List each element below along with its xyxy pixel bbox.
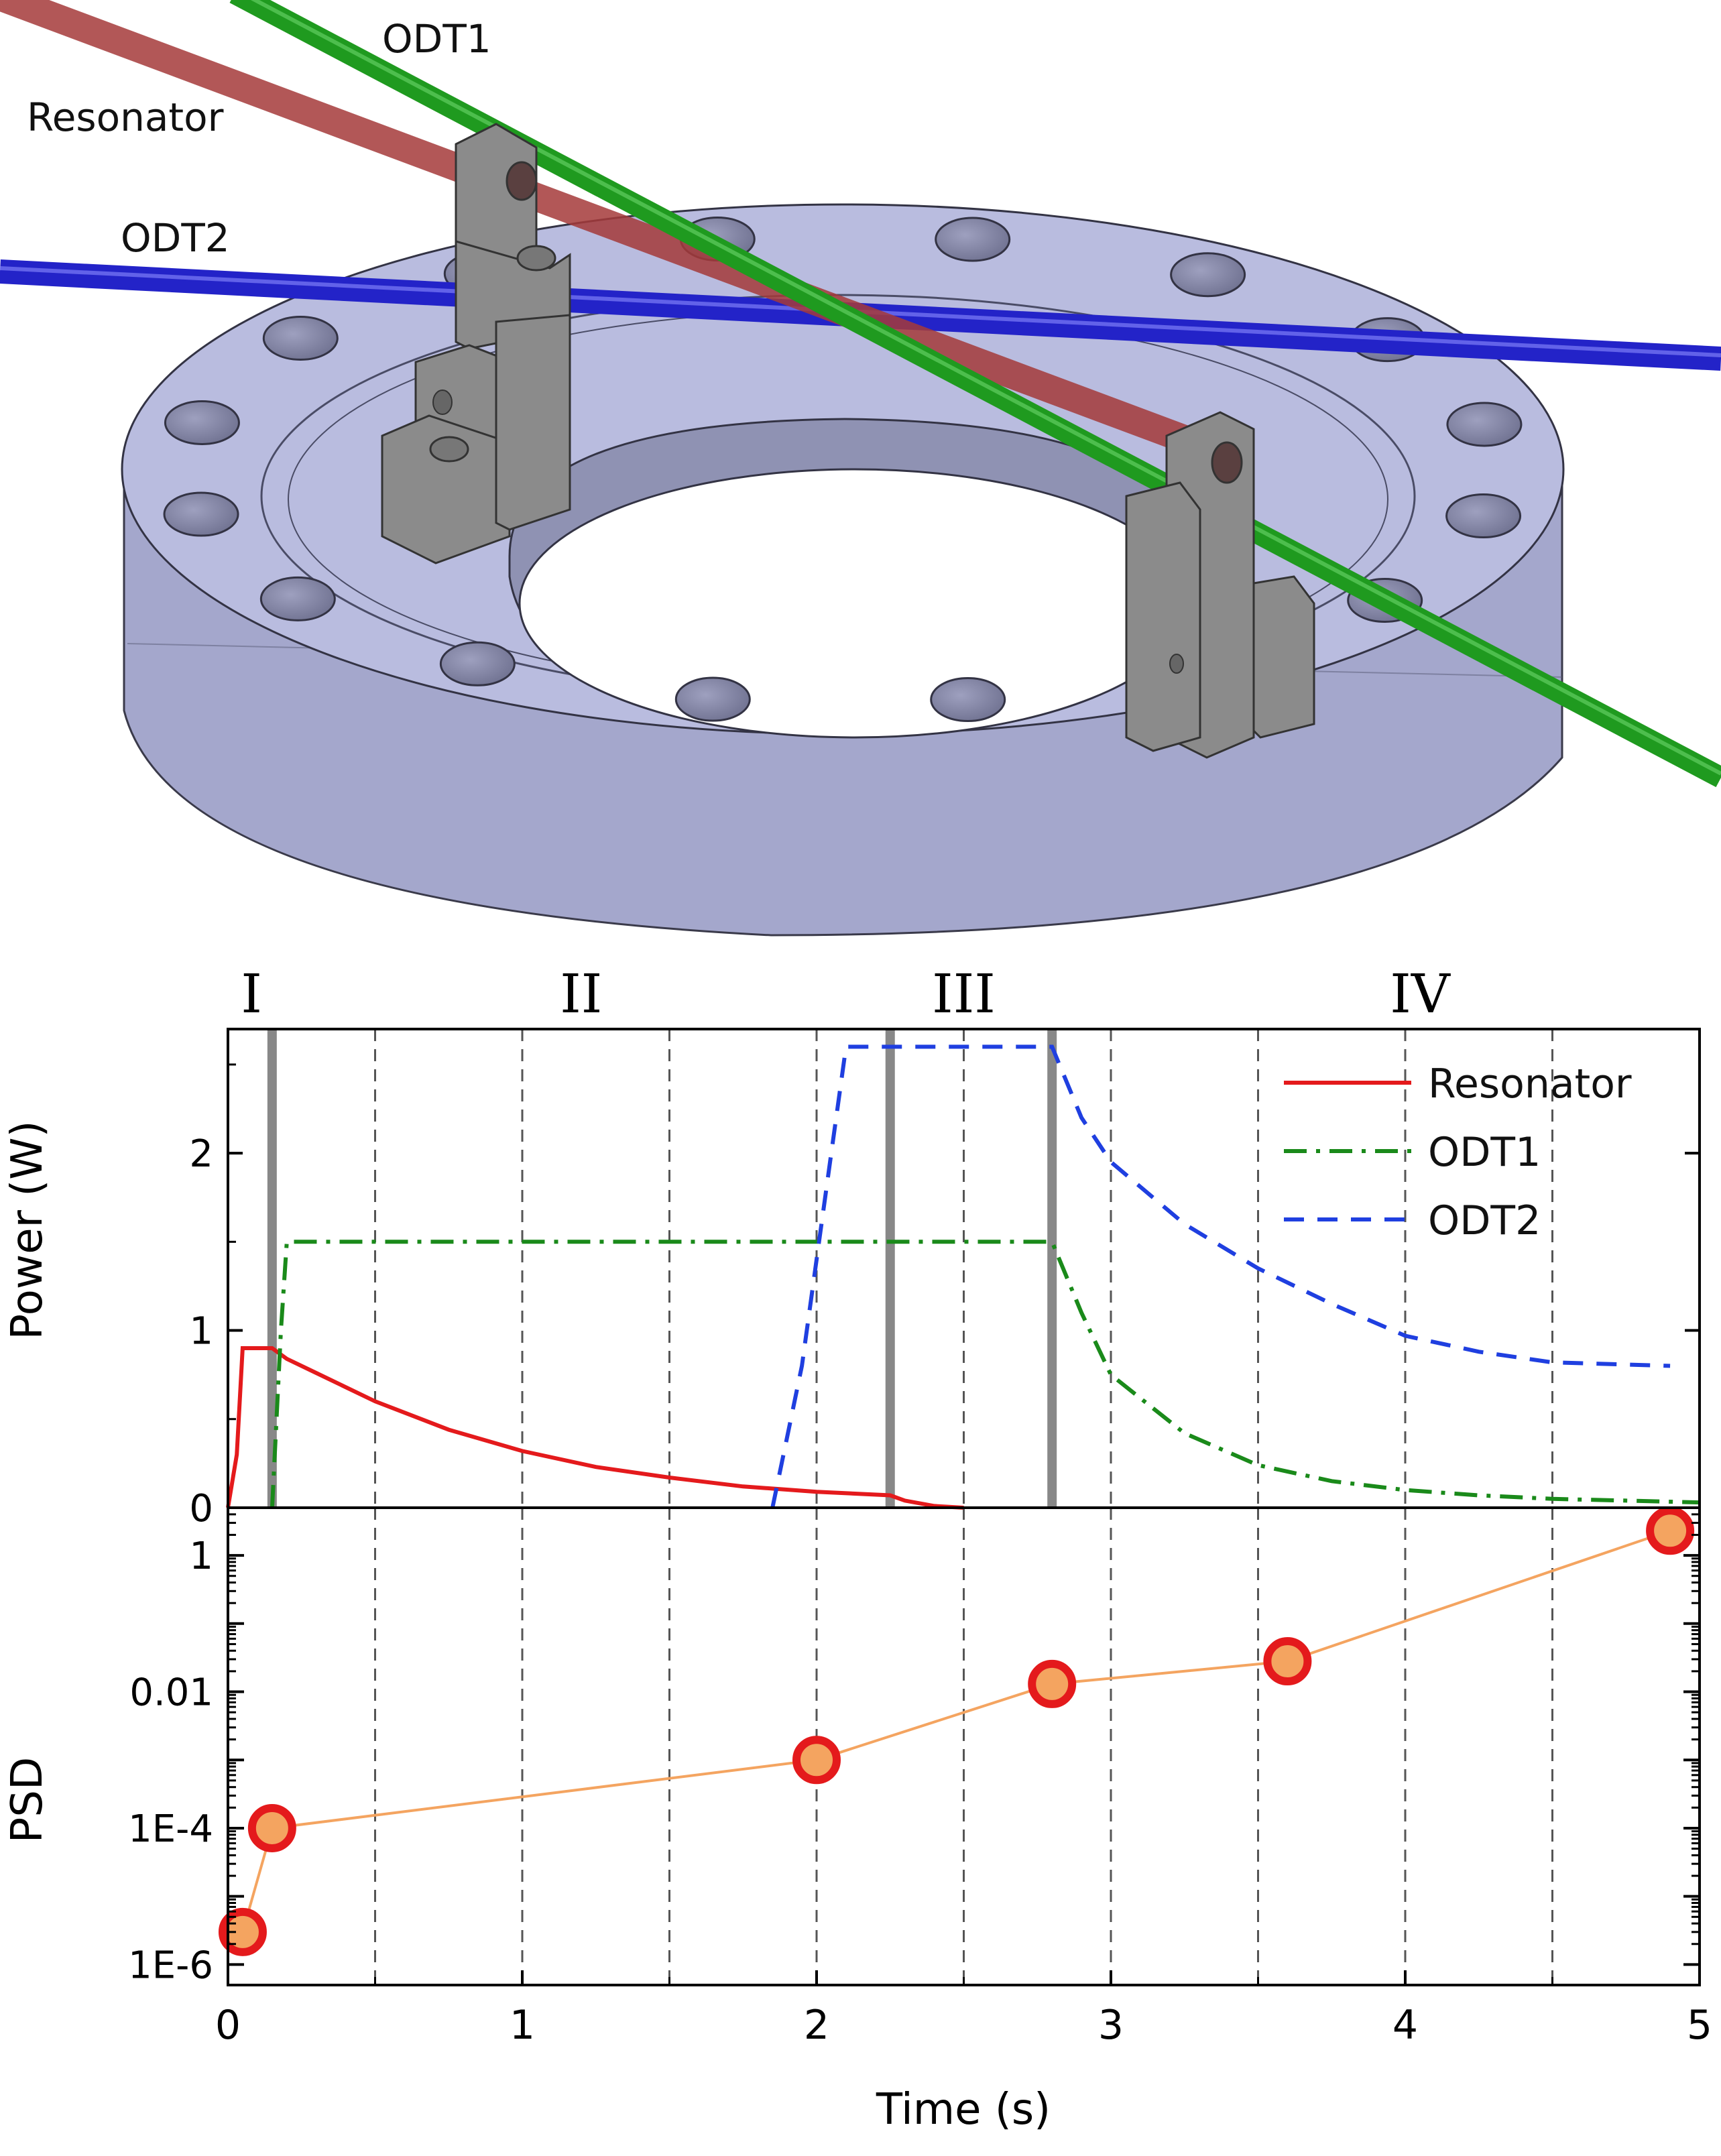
psd-y-ticks: 1E-6 1E-4 0.01 1: [128, 1506, 1700, 1987]
series-line-resonator: [226, 1346, 964, 1510]
bolt-hole: [930, 677, 1006, 723]
bolt-hole: [935, 217, 1011, 262]
odt1-beam: [229, 0, 1721, 788]
y-tick-label: 0.01: [129, 1671, 213, 1715]
psd-point: [1646, 1506, 1695, 1555]
x-tick-label: 1: [510, 2002, 535, 2049]
bolt-hole: [262, 315, 339, 361]
flange-bore: [518, 468, 1191, 739]
x-tick-label: 4: [1392, 2002, 1418, 2049]
x-tick-label: 2: [804, 2002, 829, 2049]
series-line-odt1: [270, 1240, 1700, 1508]
y-tick-label: 0: [189, 1487, 213, 1531]
psd-line: [241, 1529, 1671, 1933]
psd-series: [241, 1529, 1671, 1933]
y-tick-label: 1: [189, 1535, 213, 1578]
x-axis-title: Time (s): [876, 2085, 1051, 2135]
beams: [0, 0, 1721, 788]
y-tick-label: 1E-4: [128, 1807, 213, 1851]
bolt-hole: [163, 491, 239, 537]
y-tick-label: 1E-6: [128, 1943, 213, 1987]
phase-label: III: [932, 963, 996, 1025]
y-tick-label: 1: [189, 1310, 213, 1354]
odt1-label: ODT1: [382, 16, 491, 62]
power-grid: [374, 1029, 1553, 1508]
power-y-axis-title: Power (W): [3, 1120, 52, 1339]
psd-grid: [374, 1508, 1553, 1985]
phase-boundaries: [267, 1029, 1057, 1508]
x-tick-label: 5: [1687, 2002, 1712, 2049]
bolt-hole: [1446, 402, 1523, 447]
bolt-hole: [259, 576, 336, 621]
phase-label: IV: [1390, 963, 1451, 1025]
x-tick-label: 0: [215, 2002, 241, 2049]
odt2-label: ODT2: [121, 215, 230, 261]
bolt-hole: [164, 400, 240, 445]
bolt-hole: [1445, 493, 1522, 539]
bolt-hole: [439, 641, 516, 686]
psd-chart: 1E-6 1E-4 0.01 1 0 1 2 3 4 5 PSD Time (s): [3, 1506, 1712, 2135]
bolt-hole: [1170, 252, 1246, 298]
psd-point: [792, 1736, 841, 1785]
left-mirror-mount: [381, 123, 571, 564]
psd-markers: [218, 1506, 1695, 1956]
legend-label: Resonator: [1428, 1061, 1632, 1107]
bolt-hole: [674, 676, 751, 722]
resonator-label: Resonator: [27, 95, 224, 140]
y-tick-label: 2: [189, 1132, 213, 1176]
psd-point: [218, 1907, 267, 1956]
legend-label: ODT1: [1428, 1129, 1541, 1176]
psd-point: [1263, 1637, 1312, 1686]
right-mirror-mount: [1125, 411, 1315, 759]
phase-label: II: [560, 963, 602, 1025]
psd-point: [247, 1803, 296, 1852]
series-line-odt2: [770, 1044, 1671, 1508]
cad-rendering: ODT1 Resonator ODT2: [0, 0, 1721, 937]
psd-plot-frame: [227, 1506, 1701, 1986]
power-y-ticks: 0 1 2: [189, 1063, 1700, 1531]
power-series: [226, 1044, 1700, 1510]
psd-y-axis-title: PSD: [3, 1757, 52, 1844]
phase-label: I: [241, 963, 262, 1025]
x-tick-label: 3: [1098, 2002, 1124, 2049]
psd-point: [1028, 1659, 1077, 1708]
psd-x-ticks: 0 1 2 3 4 5: [215, 1970, 1712, 2049]
legend-label: ODT2: [1428, 1197, 1541, 1244]
resonator-beam: [0, 0, 1199, 456]
